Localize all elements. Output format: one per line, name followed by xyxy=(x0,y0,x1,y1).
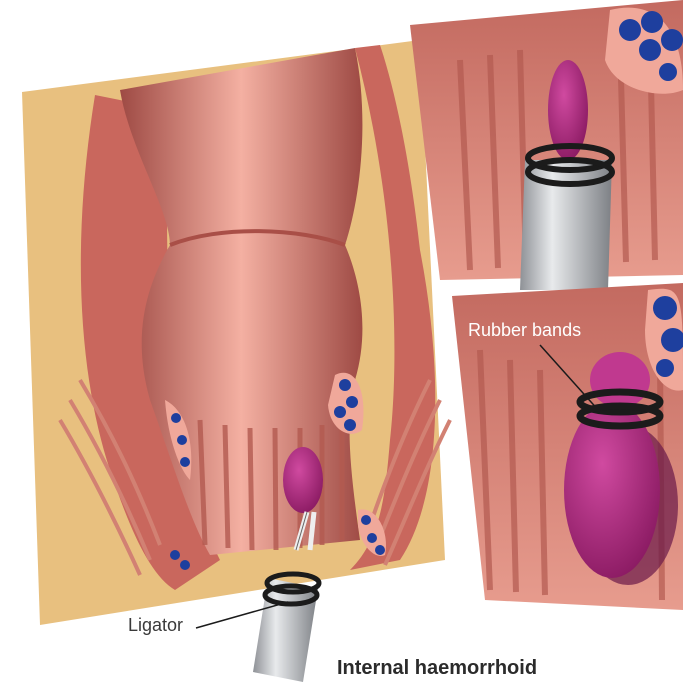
rubber-bands-label: Rubber bands xyxy=(468,320,581,341)
figure-caption: Internal haemorrhoid xyxy=(337,657,537,680)
bottom-right-haemorrhoid-neck xyxy=(590,352,650,408)
internal-haemorrhoid-main xyxy=(283,447,323,513)
main-cross-section-panel xyxy=(22,40,450,682)
top-right-detail-panel xyxy=(410,0,683,290)
ligator-label: Ligator xyxy=(128,615,183,636)
